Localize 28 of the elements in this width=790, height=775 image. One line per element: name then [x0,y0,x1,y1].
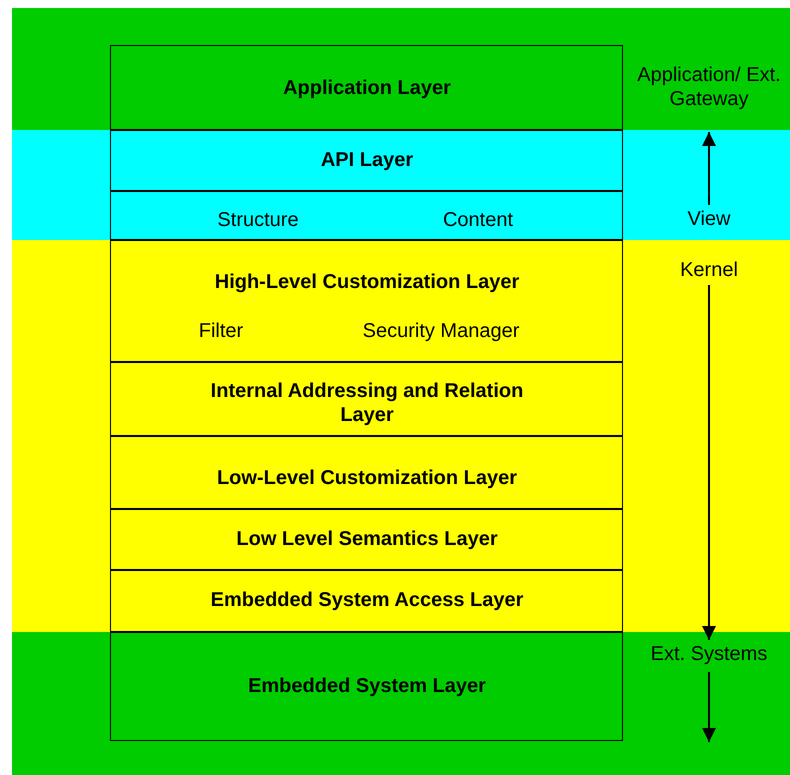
group-label-text: Kernel [680,258,738,282]
layer-box [110,632,623,741]
layer-title: Internal Addressing and Relation Layer [210,379,524,427]
component-label: Filter [198,319,244,343]
layer-title: Low Level Semantics Layer [236,527,498,551]
group-label-text: View [688,207,730,231]
layer-title: API Layer [320,148,414,172]
arrow [702,132,716,205]
layer-box [110,436,623,509]
layer-box [110,570,623,632]
layer-box [110,45,623,130]
arrow [702,285,716,640]
layer-box [110,191,623,240]
layer-title: Embedded System Access Layer [210,588,524,612]
component-label: Content [442,208,514,232]
layer-title: Embedded System Layer [248,674,486,698]
component-label: Structure [217,208,299,232]
layer-box [110,130,623,191]
layer-title: Application Layer [283,76,451,100]
layer-box [110,509,623,570]
arrow [702,672,716,742]
layer-title: High-Level Customization Layer [214,270,520,294]
group-label-text: Application/ Ext. Gateway [636,63,782,111]
layer-box [110,240,623,362]
layer-title: Low-Level Customization Layer [216,466,518,490]
group-label-text: Ext. Systems [650,642,768,666]
component-label: Security Manager [362,319,520,343]
layer-box [110,362,623,436]
